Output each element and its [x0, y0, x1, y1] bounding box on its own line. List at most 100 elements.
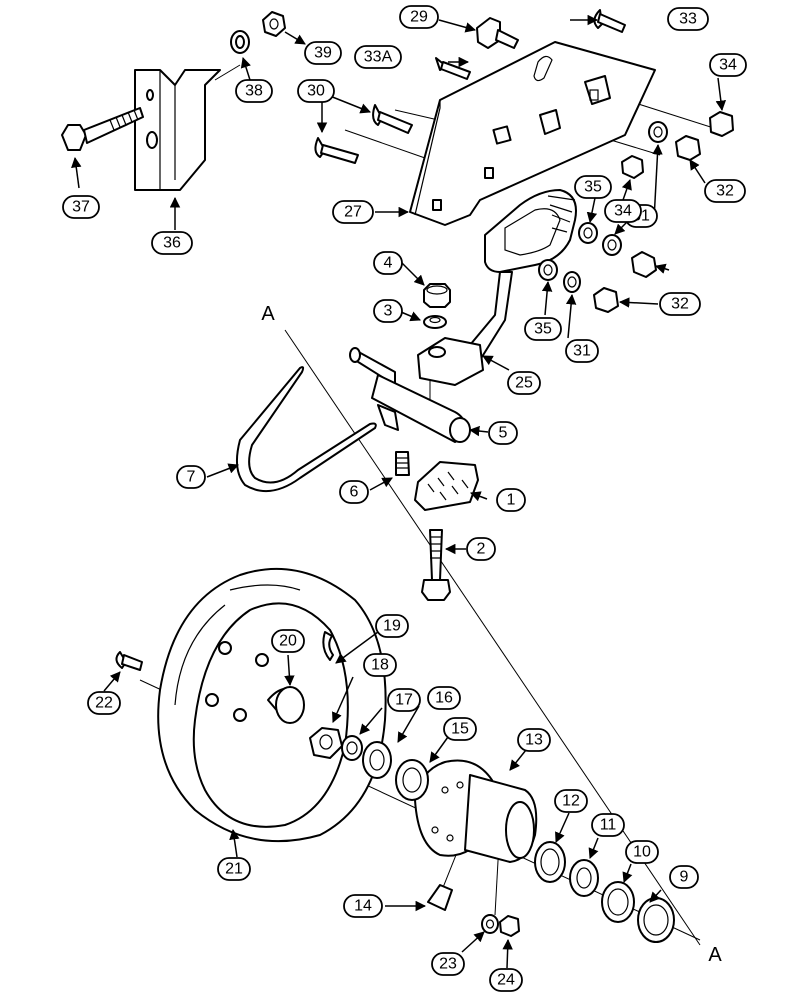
callout-38: 38	[235, 79, 273, 103]
svg-text:32: 32	[716, 183, 734, 200]
svg-text:35: 35	[584, 179, 602, 196]
callout-12: 12	[554, 789, 588, 813]
svg-text:21: 21	[225, 861, 243, 878]
svg-text:19: 19	[383, 618, 401, 635]
setscrew	[395, 451, 410, 476]
callout-32-lower: 32	[659, 292, 701, 316]
callout-2: 2	[466, 537, 496, 561]
axis-label-top: A	[261, 303, 275, 325]
lock-washer	[230, 30, 250, 54]
callout-11: 11	[591, 813, 625, 837]
gauge-wheel	[157, 567, 387, 843]
callout-23: 23	[431, 952, 465, 976]
svg-text:27: 27	[344, 204, 362, 221]
svg-text:24: 24	[497, 972, 515, 989]
svg-text:25: 25	[515, 375, 533, 392]
svg-text:13: 13	[525, 732, 543, 749]
wheel-hub	[414, 759, 538, 863]
svg-text:5: 5	[499, 425, 508, 442]
svg-text:39: 39	[314, 45, 332, 62]
svg-text:35: 35	[534, 321, 552, 338]
svg-text:33A: 33A	[364, 49, 393, 66]
svg-text:30: 30	[307, 83, 325, 100]
callout-34-lower: 34	[604, 199, 642, 223]
svg-text:6: 6	[350, 484, 359, 501]
mounting-plate	[409, 41, 656, 226]
callout-30: 30	[297, 79, 335, 103]
svg-text:38: 38	[245, 83, 263, 100]
pedal-pad	[414, 461, 479, 511]
svg-text:37: 37	[72, 199, 90, 216]
washer-3	[423, 315, 447, 329]
bearing-parts	[115, 631, 675, 943]
callout-17: 17	[387, 688, 421, 712]
svg-text:18: 18	[371, 657, 389, 674]
svg-text:9: 9	[680, 869, 689, 886]
axis-label-bottom: A	[708, 944, 722, 966]
callout-25: 25	[507, 371, 541, 395]
svg-text:34: 34	[614, 203, 632, 220]
callout-33: 33	[667, 7, 709, 31]
svg-text:7: 7	[187, 469, 196, 486]
svg-text:15: 15	[451, 721, 469, 738]
callout-33a: 33A	[354, 45, 402, 69]
nut-top-left	[262, 11, 286, 37]
svg-text:29: 29	[410, 9, 428, 26]
leader-arrows	[71, 14, 727, 969]
svg-text:10: 10	[633, 844, 651, 861]
callout-34-upper: 34	[709, 53, 747, 77]
svg-text:12: 12	[562, 793, 580, 810]
pivot-shaft	[349, 347, 471, 443]
hex-bolt	[61, 107, 144, 151]
svg-text:2: 2	[477, 541, 486, 558]
carriage-bolt	[421, 529, 451, 601]
callout-21: 21	[217, 857, 251, 881]
callout-24: 24	[489, 968, 523, 992]
pedal-arm	[417, 189, 577, 386]
callout-5: 5	[488, 421, 518, 445]
callout-10: 10	[625, 840, 659, 864]
mounting-bracket	[134, 69, 221, 191]
callout-13: 13	[517, 728, 551, 752]
callout-3: 3	[373, 299, 403, 323]
hardware-cluster	[538, 111, 734, 313]
callout-19: 19	[375, 614, 409, 638]
callout-22: 22	[87, 691, 121, 715]
svg-text:4: 4	[384, 255, 393, 272]
callout-18: 18	[363, 653, 397, 677]
svg-text:34: 34	[719, 57, 737, 74]
svg-text:17: 17	[395, 692, 413, 709]
callout-6: 6	[339, 480, 369, 504]
svg-text:23: 23	[439, 956, 457, 973]
callout-37: 37	[62, 195, 100, 219]
callout-15: 15	[443, 717, 477, 741]
svg-text:31: 31	[573, 343, 591, 360]
svg-text:1: 1	[507, 492, 516, 509]
svg-text:36: 36	[163, 235, 181, 252]
callout-31-lower: 31	[565, 339, 599, 363]
bolts-top	[314, 9, 626, 164]
svg-text:20: 20	[279, 633, 297, 650]
callout-20: 20	[271, 629, 305, 653]
spring-rod	[235, 366, 377, 493]
callout-27: 27	[332, 200, 374, 224]
callout-14: 14	[343, 894, 383, 918]
svg-text:32: 32	[671, 296, 689, 313]
callout-32-upper: 32	[704, 179, 746, 203]
callout-4: 4	[373, 251, 403, 275]
svg-text:3: 3	[384, 303, 393, 320]
svg-text:14: 14	[354, 898, 372, 915]
callout-29: 29	[399, 5, 439, 29]
callout-1: 1	[496, 488, 526, 512]
callout-35-lower: 35	[524, 317, 562, 341]
svg-text:16: 16	[435, 690, 453, 707]
svg-text:11: 11	[600, 817, 617, 834]
nut-4	[423, 283, 451, 308]
callout-35-upper: 35	[574, 175, 612, 199]
callout-7: 7	[176, 465, 206, 489]
callout-16: 16	[427, 686, 461, 710]
callout-39: 39	[304, 41, 342, 65]
svg-text:33: 33	[679, 11, 697, 28]
callout-36: 36	[151, 231, 193, 255]
